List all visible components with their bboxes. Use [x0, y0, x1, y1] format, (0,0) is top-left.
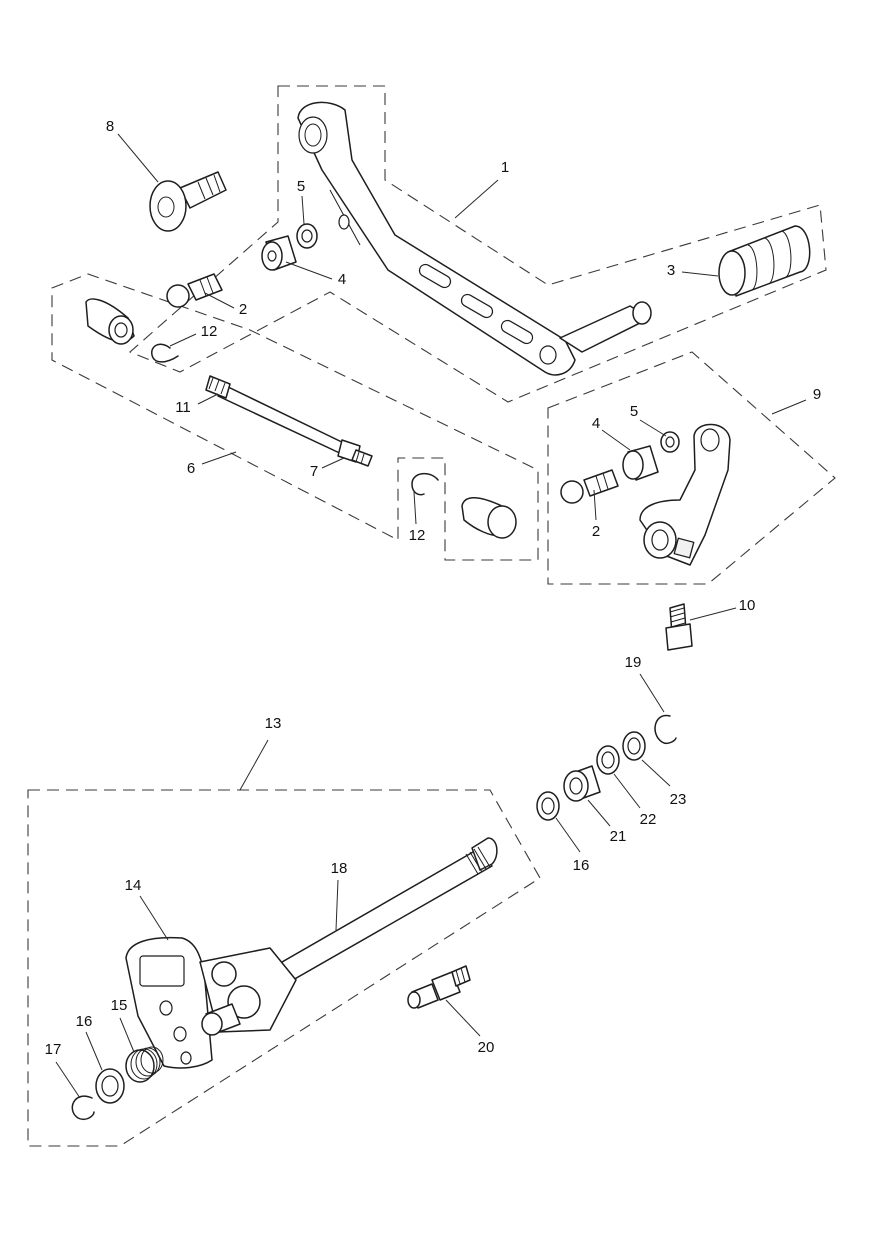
- callout-2: 2: [592, 523, 600, 540]
- circlip-lower-part: [71, 1095, 95, 1121]
- rubber-footpeg-part: [718, 225, 811, 297]
- callout-2: 2: [239, 301, 247, 318]
- leader-lines: [55, 133, 807, 1099]
- gear-pedal-part: [297, 101, 652, 376]
- callout-12: 12: [409, 527, 426, 544]
- washer-23-part: [622, 731, 646, 761]
- callout-20: 20: [478, 1039, 495, 1056]
- callout-11: 11: [175, 399, 191, 416]
- callout-labels: 1 2 2 3 4 4 5 5 6 7 8 9 10 11 12 12 13 1…: [45, 118, 822, 1058]
- group-outline-9: [547, 351, 836, 585]
- bush-21-part: [563, 765, 601, 802]
- callout-15: 15: [111, 997, 128, 1014]
- callout-13: 13: [265, 715, 282, 732]
- group-outline-6: [51, 273, 539, 561]
- washer-22-part: [596, 745, 620, 775]
- selector-plate-part: [125, 936, 213, 1069]
- circlip-part: [654, 714, 677, 745]
- washer-16-lower-part: [95, 1068, 125, 1104]
- stopper-stud-part: [407, 965, 471, 1009]
- callout-22: 22: [640, 811, 657, 828]
- washer-upper-part: [296, 223, 318, 249]
- callout-1: 1: [501, 159, 509, 176]
- spring-clip-right-part: [411, 472, 439, 496]
- rod-end-right-part: [461, 497, 517, 539]
- callout-6: 6: [187, 460, 195, 477]
- linkage-rod-part: [205, 375, 373, 467]
- bush-upper-part: [261, 235, 297, 271]
- callout-4: 4: [338, 271, 346, 288]
- group-outline-1: [128, 85, 827, 403]
- group-outline-13: [27, 789, 541, 1147]
- callout-16: 16: [76, 1013, 93, 1030]
- lever-arm-part: [639, 423, 731, 566]
- cap-screw-part: [665, 603, 693, 651]
- callout-18: 18: [331, 860, 348, 877]
- callout-14: 14: [125, 877, 142, 894]
- callout-4: 4: [592, 415, 600, 432]
- spring-clip-left-part: [151, 343, 179, 363]
- callout-7: 7: [310, 463, 318, 480]
- pivot-bolt-part: [149, 171, 227, 232]
- callout-19: 19: [625, 654, 642, 671]
- selector-hub-part: [199, 947, 297, 1036]
- rod-end-left-part: [85, 298, 135, 345]
- callout-12: 12: [201, 323, 218, 340]
- callout-9: 9: [813, 386, 821, 403]
- washer-16-upper-part: [536, 791, 560, 821]
- bush-right-part: [622, 445, 659, 481]
- callout-8: 8: [106, 118, 114, 135]
- callout-23: 23: [670, 791, 687, 808]
- ball-stud-right-part: [560, 469, 619, 504]
- callout-17: 17: [45, 1041, 62, 1058]
- callout-10: 10: [739, 597, 756, 614]
- callout-5: 5: [630, 403, 638, 420]
- return-spring-part: [125, 1046, 164, 1083]
- callout-21: 21: [610, 828, 627, 845]
- ball-stud-upper-part: [166, 273, 223, 308]
- callout-5: 5: [297, 178, 305, 195]
- callout-16: 16: [573, 857, 590, 874]
- washer-right-part: [660, 431, 680, 453]
- callout-3: 3: [667, 262, 675, 279]
- group-outlines: [27, 85, 836, 1147]
